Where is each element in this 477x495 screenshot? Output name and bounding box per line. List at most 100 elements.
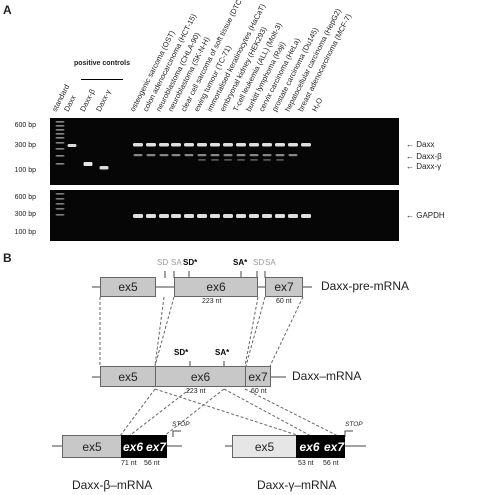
pre-exon-5: ex5 bbox=[100, 277, 156, 297]
ladder-band bbox=[55, 214, 65, 216]
beta-exon-6: ex6 bbox=[121, 435, 145, 458]
gamma-nt-ex6: 53 nt bbox=[298, 460, 314, 467]
ladder-top-600: 600 bp bbox=[14, 122, 36, 129]
positive-controls-label: positive controls bbox=[73, 60, 130, 67]
gel-bottom bbox=[50, 190, 399, 241]
band-beta-control bbox=[83, 162, 93, 166]
band-daxx-lane-10 bbox=[210, 143, 220, 147]
band-daxx-control bbox=[67, 144, 77, 147]
band-daxx-lane-7 bbox=[171, 143, 181, 147]
ladder-band bbox=[55, 208, 65, 210]
gamma-exon-5: ex5 bbox=[232, 435, 297, 458]
band-beta-lane-6 bbox=[159, 154, 169, 157]
band-daxx-lane-17 bbox=[301, 143, 311, 147]
band-daxx-lane-6 bbox=[159, 143, 169, 147]
ladder-band bbox=[55, 129, 65, 131]
pre-nt-ex7: 60 nt bbox=[276, 298, 292, 305]
band-gamma-lane-12 bbox=[237, 159, 245, 161]
gamma-exon-7: ex7 bbox=[323, 435, 345, 458]
band-beta-lane-16 bbox=[288, 154, 298, 157]
mrna-site-sdstar: SD* bbox=[174, 348, 189, 357]
band-beta-lane-12 bbox=[236, 154, 246, 157]
label-daxx-beta: ← Daxx-β bbox=[406, 152, 442, 161]
band-daxx-lane-11 bbox=[223, 143, 233, 147]
dash-g3 bbox=[244, 388, 339, 437]
dash-6 bbox=[269, 296, 304, 367]
band-beta-lane-10 bbox=[210, 154, 220, 157]
ladder-top-100: 100 bp bbox=[14, 167, 36, 174]
band-gamma-lane-13 bbox=[250, 159, 258, 161]
band-daxx-lane-5 bbox=[146, 143, 156, 147]
ladder-bottom-300: 300 bp bbox=[14, 211, 36, 218]
gamma-stop: STOP bbox=[345, 421, 363, 428]
dash-g2 bbox=[223, 388, 312, 437]
label-daxx-gamma: ← Daxx-γ bbox=[406, 162, 442, 171]
dash-4 bbox=[244, 296, 259, 367]
band-gamma-lane-9 bbox=[198, 159, 206, 161]
mrna-name: Daxx–mRNA bbox=[292, 369, 362, 383]
band-beta-lane-9 bbox=[197, 154, 207, 157]
pre-site-sastar: SA* bbox=[233, 258, 248, 267]
band-gamma-control bbox=[99, 166, 109, 170]
band-gamma-lane-15 bbox=[276, 159, 284, 161]
pre-nt-ex6: 223 nt bbox=[202, 298, 222, 305]
dash-g1 bbox=[154, 388, 301, 437]
band-daxx-lane-9 bbox=[197, 143, 207, 147]
ladder-band bbox=[55, 198, 65, 200]
band-daxx-lane-16 bbox=[288, 143, 298, 147]
band-daxx-lane-15 bbox=[275, 143, 285, 147]
band-beta-lane-14 bbox=[262, 154, 272, 157]
ladder-band bbox=[55, 142, 65, 144]
dash-b3 bbox=[163, 388, 225, 437]
gamma-stop-mark bbox=[344, 430, 353, 437]
band-gamma-lane-10 bbox=[211, 159, 219, 161]
gamma-exon-6: ex6 bbox=[296, 435, 323, 458]
ladder-bottom-100: 100 bp bbox=[14, 229, 36, 236]
pre-site-sa2: SA bbox=[265, 258, 276, 267]
band-gapdh-lane-15 bbox=[275, 214, 285, 218]
band-gapdh-lane-12 bbox=[236, 214, 246, 218]
panel-a-letter: A bbox=[3, 3, 12, 17]
ladder-band bbox=[55, 155, 65, 157]
positive-controls-bracket bbox=[81, 79, 123, 80]
mrna-exon-7: ex7 bbox=[245, 366, 271, 387]
beta-exon-5: ex5 bbox=[62, 435, 122, 458]
mrna-exon-5: ex5 bbox=[100, 366, 156, 387]
ladder-band bbox=[55, 203, 65, 205]
pre-site-sdstar: SD* bbox=[183, 258, 198, 267]
mrna-exon-6: ex6 bbox=[155, 366, 246, 387]
beta-stop: STOP bbox=[172, 421, 190, 428]
panel-b-letter: B bbox=[3, 251, 12, 265]
band-gapdh-lane-14 bbox=[262, 214, 272, 218]
ladder-band bbox=[55, 121, 65, 123]
gel-top-bands bbox=[55, 121, 311, 170]
band-beta-lane-7 bbox=[171, 154, 181, 157]
band-beta-lane-11 bbox=[223, 154, 233, 157]
band-gapdh-lane-5 bbox=[146, 214, 156, 218]
ladder-bottom-600: 600 bp bbox=[14, 194, 36, 201]
band-beta-lane-8 bbox=[184, 154, 194, 157]
ladder-band bbox=[55, 137, 65, 139]
band-daxx-lane-12 bbox=[236, 143, 246, 147]
band-gapdh-lane-8 bbox=[184, 214, 194, 218]
ladder-band bbox=[55, 148, 65, 150]
band-beta-lane-13 bbox=[249, 154, 259, 157]
dash-2 bbox=[154, 296, 165, 367]
gamma-mrna-name: Daxx-γ–mRNA bbox=[257, 478, 337, 492]
ladder-band bbox=[55, 193, 65, 195]
band-gapdh-lane-10 bbox=[210, 214, 220, 218]
band-daxx-lane-13 bbox=[249, 143, 259, 147]
band-beta-lane-15 bbox=[275, 154, 285, 157]
band-gapdh-lane-11 bbox=[223, 214, 233, 218]
mrna-nt-ex7: 60 nt bbox=[251, 388, 267, 395]
pre-exon-7: ex7 bbox=[265, 277, 303, 297]
mrna-nt-ex6: 223 nt bbox=[186, 388, 206, 395]
band-beta-lane-4 bbox=[133, 154, 143, 157]
beta-mrna-name: Daxx-β–mRNA bbox=[72, 478, 153, 492]
dash-b2 bbox=[128, 388, 191, 437]
pre-site-sa: SA bbox=[171, 258, 182, 267]
ladder-band bbox=[55, 125, 65, 127]
beta-nt-ex6: 71 nt bbox=[121, 460, 137, 467]
band-gamma-lane-11 bbox=[224, 159, 232, 161]
